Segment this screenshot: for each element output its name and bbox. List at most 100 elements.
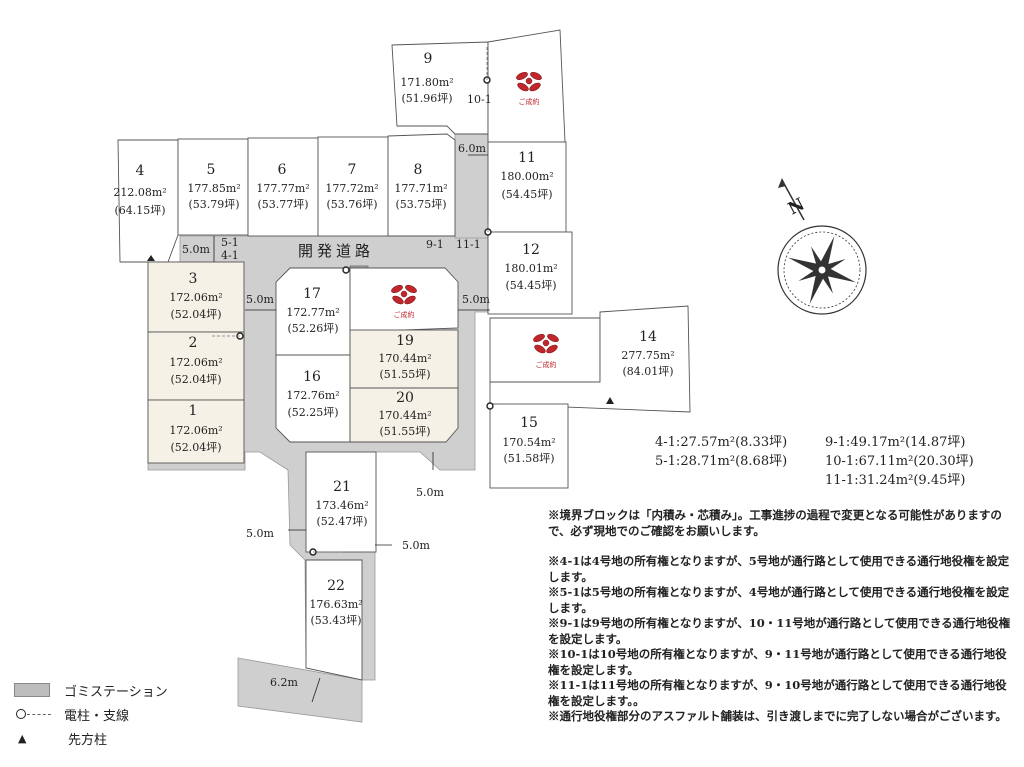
lot-21-number: 21 xyxy=(333,479,351,495)
lot-15-area: 170.54m² xyxy=(502,436,555,449)
road-width-5m-left: 5.0m xyxy=(246,293,274,306)
lot-11-number: 11 xyxy=(518,150,536,166)
road-parcel-9-1: 9-1 xyxy=(426,238,444,251)
garbage-swatch xyxy=(14,683,50,697)
lot-19-number: 19 xyxy=(396,333,414,349)
lot-8-number: 8 xyxy=(414,162,423,178)
lot-6-shape xyxy=(247,137,319,237)
lot-17-tsubo: (52.26坪) xyxy=(287,322,338,335)
note-easement-4-1: ※4-1は4号地の所有権となりますが、5号地が通行路として使用できる通行地役権を… xyxy=(548,554,1010,584)
lot-12-shape xyxy=(487,231,573,315)
sold-label-center: ご成約 xyxy=(394,310,415,319)
sub-area-11-1: 11-1:31.24m²(9.45坪) xyxy=(825,473,966,488)
compass: N xyxy=(777,178,867,315)
lot-6-number: 6 xyxy=(278,162,287,178)
sub-area-row: 11-1:31.24m²(9.45坪) xyxy=(655,471,1015,490)
road-parcel-10-1: 10-1 xyxy=(467,93,492,106)
note-boundary-block: ※境界ブロックは「内積み・芯積み」。工事進捗の過程で変更となる可能性がありますの… xyxy=(548,508,1002,538)
legend-pole-label: 電柱・支線 xyxy=(64,708,130,724)
road-title: 開発道路 xyxy=(298,242,374,260)
lot-8-tsubo: (53.75坪) xyxy=(395,198,446,211)
note-easement-10-1: ※10-1は10号地の所有権となりますが、9・11号地が通行路として使用できる通… xyxy=(548,647,1007,677)
sold-marker-center: ご成約 xyxy=(391,285,417,319)
road-width-5m-lower-left: 5.0m xyxy=(246,527,274,540)
lot-17-number: 17 xyxy=(303,286,321,302)
lot-4-area: 212.08m² xyxy=(113,186,166,199)
sub-area-table: 4-1:27.57m²(8.33坪) 9-1:49.17m²(14.87坪) 5… xyxy=(655,433,1015,490)
lot-14-area: 277.75m² xyxy=(621,349,674,362)
lot-7-number: 7 xyxy=(348,162,357,178)
road-width-6-2m: 6.2m xyxy=(270,676,298,689)
lot-7-tsubo: (53.76坪) xyxy=(326,198,377,211)
lot-12-tsubo: (54.45坪) xyxy=(505,279,556,292)
lot-4-shape xyxy=(117,139,179,263)
lot-2-area: 172.06m² xyxy=(169,356,222,369)
lot-1-area: 172.06m² xyxy=(169,424,222,437)
lot-3-number: 3 xyxy=(189,271,198,287)
lot-16-shape xyxy=(275,354,351,443)
legend-item-garbage: ゴミステーション xyxy=(14,678,168,702)
legend-garbage-label: ゴミステーション xyxy=(64,684,168,700)
lot-15-tsubo: (51.58坪) xyxy=(503,452,554,465)
lot-22-tsubo: (53.43坪) xyxy=(310,614,361,627)
road-width-5m-bottom-right: 5.0m xyxy=(416,486,444,499)
utility-poles xyxy=(236,76,494,556)
legend-item-marker: ▲ 先方柱 xyxy=(14,726,168,750)
sub-area-9-1: 9-1:49.17m²(14.87坪) xyxy=(825,435,966,450)
lot-19-area: 170.44m² xyxy=(378,352,431,365)
lot-1-number: 1 xyxy=(189,403,198,419)
lot-14-tsubo: (84.01坪) xyxy=(622,365,673,378)
triangle-icon: ▲ xyxy=(18,731,27,745)
road-parcel-4-1: 4-1 xyxy=(221,249,239,262)
note-easement-5-1: ※5-1は5号地の所有権となりますが、4号地が通行路として使用できる通行地役権を… xyxy=(548,585,1010,615)
lot-11-area: 180.00m² xyxy=(500,170,553,183)
lot-21-tsubo: (52.47坪) xyxy=(316,515,367,528)
note-easement-9-1: ※9-1は9号地の所有権となりますが、10・11号地が通行路として使用できる通行… xyxy=(548,616,1011,646)
lot-22-shape xyxy=(305,559,363,681)
road-parcel-11-1: 11-1 xyxy=(456,238,481,251)
lot-22-area: 176.63m² xyxy=(309,598,362,611)
lot-2-number: 2 xyxy=(189,335,198,351)
lot-21-area: 173.46m² xyxy=(315,499,368,512)
lot-9-number: 9 xyxy=(424,51,433,67)
notes: ※境界ブロックは「内積み・芯積み」。工事進捗の過程で変更となる可能性がありますの… xyxy=(548,508,1018,725)
sold-label-top: ご成約 xyxy=(519,97,540,106)
lots xyxy=(117,29,691,681)
sub-area-5-1: 5-1:28.71m²(8.68坪) xyxy=(655,454,788,469)
lot-16-number: 16 xyxy=(303,369,321,385)
lot-3-shape xyxy=(147,261,245,333)
legend: ゴミステーション 電柱・支線 ▲ 先方柱 xyxy=(14,678,168,750)
lot-1-shape xyxy=(147,399,245,464)
lot-7-shape xyxy=(317,136,389,237)
lot-22-number: 22 xyxy=(327,578,345,594)
lot-4-tsubo: (64.15坪) xyxy=(114,204,165,217)
lot-4-number: 4 xyxy=(136,163,145,179)
sub-area-4-1: 4-1:27.57m²(8.33坪) xyxy=(655,435,788,450)
lot-5-tsubo: (53.79坪) xyxy=(188,198,239,211)
lot-9-area: 171.80m² xyxy=(400,76,453,89)
lot-17-area: 172.77m² xyxy=(286,306,339,319)
lot-3-area: 172.06m² xyxy=(169,291,222,304)
note-easement-11-1: ※11-1は11号地の所有権となりますが、9・10号地が通行路として使用できる通… xyxy=(548,678,1007,708)
lot-15-shape xyxy=(489,403,569,489)
lot-20-shape xyxy=(349,387,459,443)
legend-item-pole: 電柱・支線 xyxy=(14,702,168,726)
lot-15-number: 15 xyxy=(520,415,538,431)
lot-6-tsubo: (53.77坪) xyxy=(257,198,308,211)
compass-north-label: N xyxy=(785,194,808,219)
sub-area-10-1: 10-1:67.11m²(20.30坪) xyxy=(825,454,974,469)
lot-11-tsubo: (54.45坪) xyxy=(501,188,552,201)
lot-14-number: 14 xyxy=(639,329,657,345)
lot-labels: 4 212.08m² (64.15坪) 5 177.85m² (53.79坪) … xyxy=(113,51,674,627)
lot-3-tsubo: (52.04坪) xyxy=(170,308,221,321)
road-width-5m-right: 5.0m xyxy=(462,293,490,306)
lot-16-area: 172.76m² xyxy=(286,389,339,402)
road-width-5m-lower-right: 5.0m xyxy=(402,539,430,552)
lot-11-shape xyxy=(487,141,567,233)
lot-20-area: 170.44m² xyxy=(378,409,431,422)
lot-16-tsubo: (52.25坪) xyxy=(287,406,338,419)
road-dimensions xyxy=(213,154,490,703)
sub-area-row: 5-1:28.71m²(8.68坪) 10-1:67.11m²(20.30坪) xyxy=(655,452,1015,471)
sold-marker-top: ご成約 xyxy=(516,72,542,106)
